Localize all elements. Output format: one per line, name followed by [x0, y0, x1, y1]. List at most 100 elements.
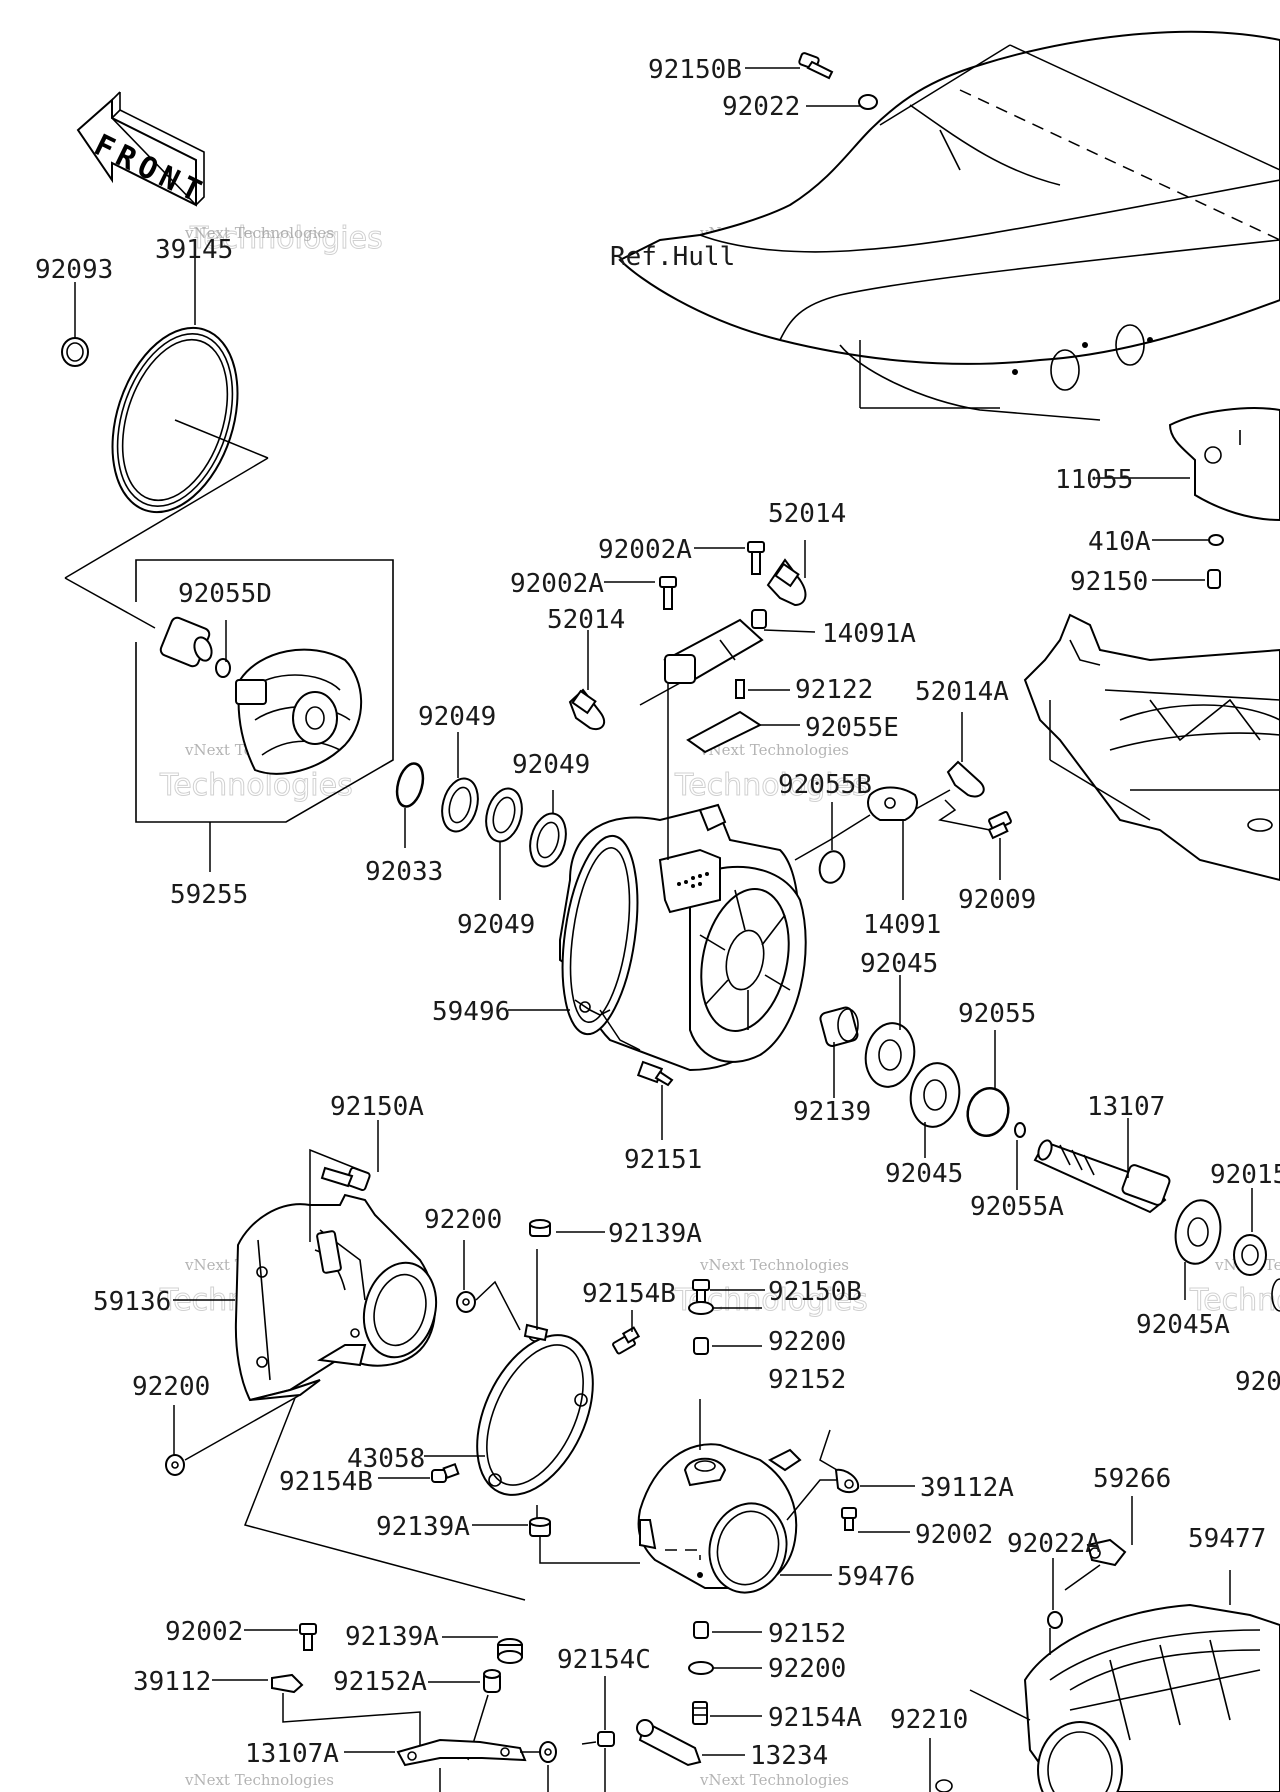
collar-92152A: [483, 1669, 501, 1693]
part-label: 11055: [1055, 465, 1133, 495]
hull-outline: [618, 30, 1280, 421]
shaft-13107: [1033, 1139, 1171, 1214]
part-label: 92022A: [1007, 1529, 1101, 1559]
part-label: 92150A: [330, 1092, 424, 1122]
ring-43058: [476, 1323, 594, 1496]
o-ring-92055: [966, 1086, 1010, 1138]
watermark-outline: Technologies: [159, 768, 353, 803]
part-label: 92015: [1210, 1160, 1280, 1190]
oil-seal-92049-b: [485, 787, 523, 843]
ref-hull-label: Ref.Hull: [610, 242, 735, 272]
pin-92122: [735, 679, 745, 699]
part-label: 92152: [768, 1365, 846, 1395]
part-label: 92152: [768, 1619, 846, 1649]
watermark-text: vNext Technologies: [184, 1771, 334, 1789]
cap-92015: [1233, 1234, 1267, 1276]
oil-seal-92049-c: [529, 812, 567, 868]
watermark-text: vNext Technologies: [699, 1256, 849, 1274]
part-label: 92154A: [768, 1703, 862, 1733]
part-label: 59476: [837, 1562, 915, 1592]
part-label: 14091: [863, 910, 941, 940]
part-label: 92200: [768, 1327, 846, 1357]
part-label: 92045: [860, 949, 938, 979]
bolt-92002A-right: [747, 541, 765, 575]
bracket-11055: [1168, 407, 1280, 522]
nut-92152-bottom: [693, 1621, 709, 1639]
part-label: 410A: [1088, 527, 1151, 557]
part-label: 92210: [890, 1705, 968, 1735]
part-label: 92022: [722, 92, 800, 122]
part-label: 92150: [1070, 567, 1148, 597]
bolt-92154B-right: [612, 1326, 641, 1355]
collar-92139A-lower: [497, 1638, 523, 1664]
watermark-outline: Technologies: [674, 768, 868, 803]
washer-92200-lower: [165, 1454, 185, 1476]
bolt-92151: [636, 1060, 674, 1087]
washer-92022-top: [858, 94, 878, 110]
part-label: 39112: [133, 1667, 211, 1697]
part-label: 92139A: [345, 1622, 439, 1652]
part-label: 59496: [432, 997, 510, 1027]
impeller-group-59255: [135, 559, 394, 872]
part-label: 92002A: [510, 569, 604, 599]
part-label: 92055E: [805, 713, 899, 743]
part-label: 13107A: [245, 1739, 339, 1769]
intake-grate: [1023, 613, 1280, 882]
part-label: 92154C: [557, 1645, 651, 1675]
bolt-92154B-left: [431, 1462, 460, 1483]
bolt-92002-left: [299, 1623, 317, 1651]
part-label: 92049: [512, 750, 590, 780]
o-ring-92055A: [1014, 1122, 1026, 1138]
nut-410A: [1208, 534, 1224, 546]
shaft-13234: [636, 1719, 702, 1767]
part-label: 59255: [170, 880, 248, 910]
valve-group-14091A: [663, 609, 767, 684]
part-label: 14091A: [822, 619, 916, 649]
nozzle-59476: [637, 1443, 802, 1594]
washer-92022A: [1047, 1611, 1063, 1629]
watermark-text: vNext Technologies: [699, 1771, 849, 1789]
part-label: 92049: [457, 910, 535, 940]
part-label: 13107: [1087, 1092, 1165, 1122]
oil-seal-92049-a: [441, 777, 479, 833]
bolt-92002A-left: [659, 576, 677, 610]
part-label: 92055B: [778, 770, 872, 800]
part-label: 52014: [547, 605, 625, 635]
watermark-text: vNext Technologies: [699, 741, 849, 759]
part-label: 92055: [958, 999, 1036, 1029]
part-label: 13234: [750, 1741, 828, 1771]
snap-ring-92033: [395, 762, 425, 808]
bearing-92045-b: [909, 1062, 961, 1128]
bolt-92150B-top: [798, 52, 834, 80]
washer-92200-bottom: [688, 1661, 714, 1675]
part-label: 92122: [795, 675, 873, 705]
part-label: 92009: [958, 885, 1036, 915]
gasket-92055B: [818, 850, 846, 884]
part-label: 92200: [768, 1654, 846, 1684]
part-label: 92139: [793, 1097, 871, 1127]
washer-92200-top: [688, 1301, 714, 1315]
part-label: 92152A: [333, 1667, 427, 1697]
stator-59136: [234, 1193, 438, 1402]
bolt-92150B-mid: [692, 1279, 710, 1303]
part-label: 92139A: [376, 1512, 470, 1542]
bolt-92150-right: [1207, 569, 1221, 589]
part-label: 92002: [915, 1520, 993, 1550]
part-label: 92139A: [608, 1219, 702, 1249]
bearing-92045-a: [864, 1022, 916, 1088]
part-label: 92200: [132, 1372, 210, 1402]
part-label: 92055A: [970, 1192, 1064, 1222]
part-label: 92045: [885, 1159, 963, 1189]
part-label: 59136: [93, 1287, 171, 1317]
bolt-92150A: [320, 1166, 371, 1192]
part-label: 52014: [768, 499, 846, 529]
part-label: 92045A: [1136, 1310, 1230, 1340]
reverse-bucket-59477: [1023, 1603, 1280, 1792]
washer-92200-left: [456, 1291, 476, 1313]
part-label: 92154B: [582, 1279, 676, 1309]
steering-arm-13107A: [396, 1738, 527, 1767]
part-label: 92151: [624, 1145, 702, 1175]
plate-14091: [867, 786, 918, 821]
part-label: 39112A: [920, 1473, 1014, 1503]
